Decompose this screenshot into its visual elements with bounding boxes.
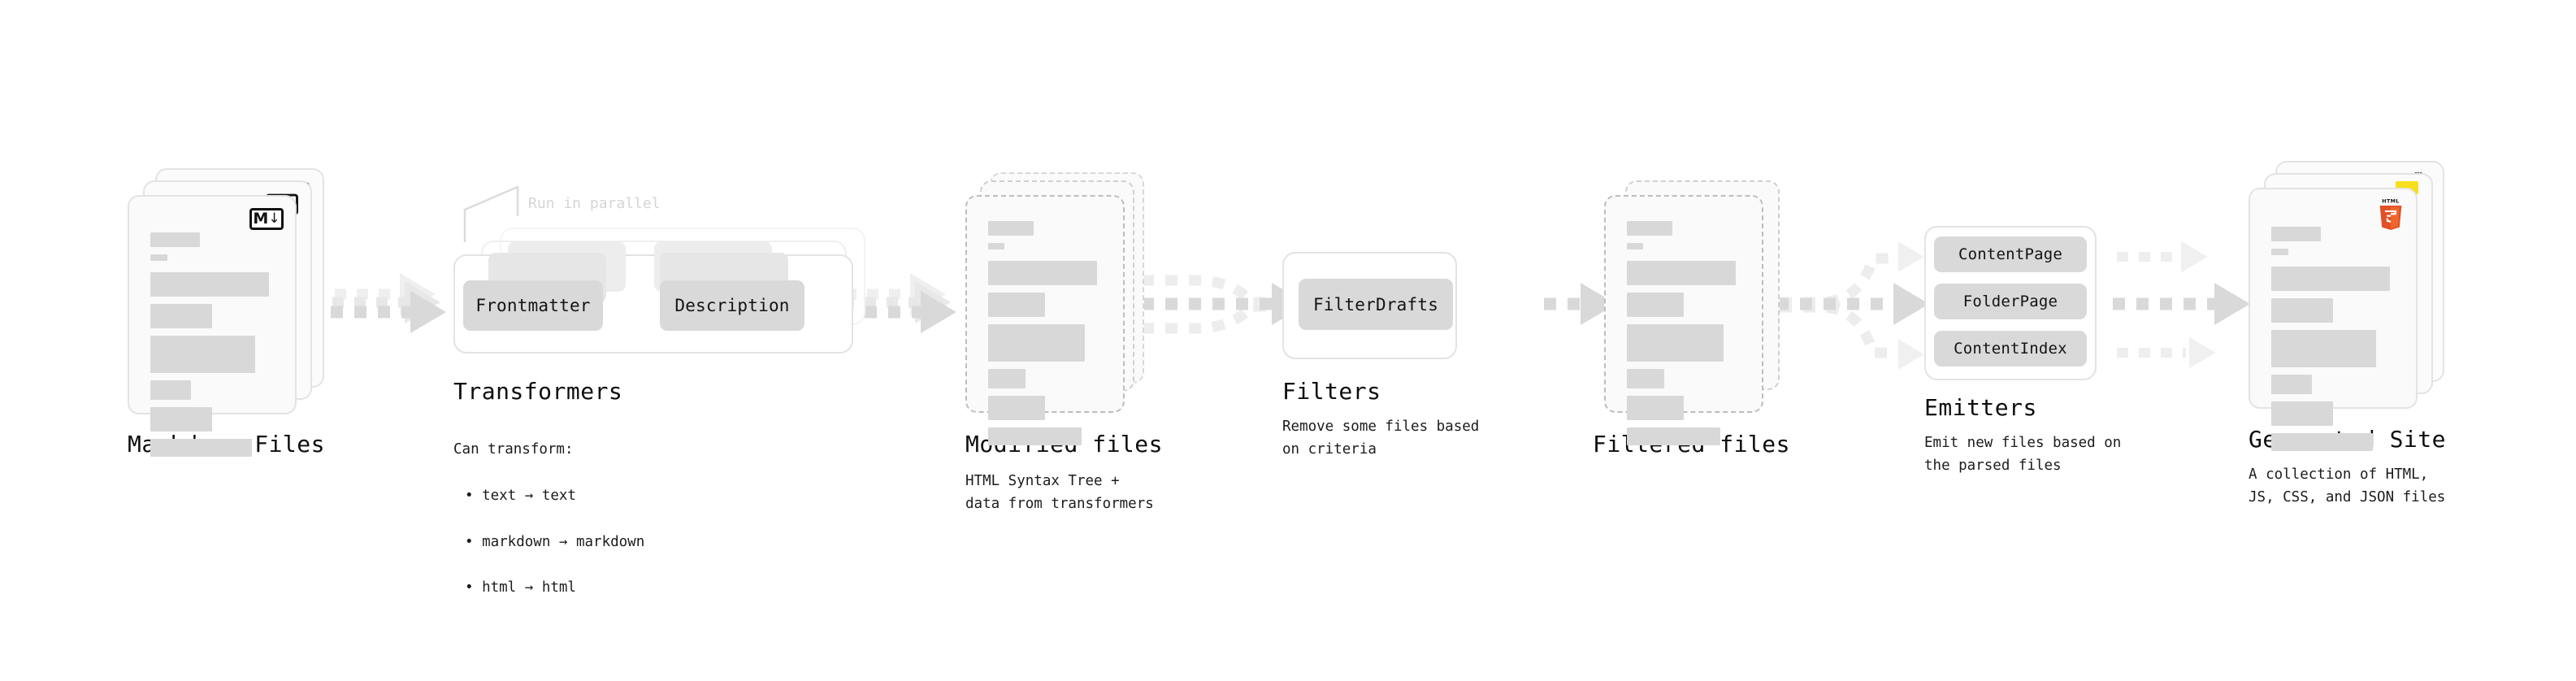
file-content-bar <box>988 293 1045 317</box>
transformer-pill-description-label: Description <box>674 296 790 315</box>
file-content-bar <box>988 324 1085 362</box>
file-content-bar <box>1627 221 1672 236</box>
file-content-bar <box>2271 433 2373 451</box>
md-letter: M <box>253 210 268 228</box>
svg-text:HTML: HTML <box>2382 199 2399 205</box>
file-content-bar <box>2271 330 2377 367</box>
file-content-bars <box>2271 227 2395 458</box>
stage-title-filters: Filters <box>1282 378 1381 405</box>
file-content-bar <box>1627 427 1720 445</box>
filters-pill-filterdrafts-label: FilterDrafts <box>1312 294 1439 314</box>
file-content-bar <box>150 254 168 261</box>
filtered-file-card-front <box>1604 195 1763 445</box>
file-content-bar <box>1627 396 1684 420</box>
markdown-badge: M↓ <box>249 208 284 230</box>
transformer-pill-frontmatter-label: Frontmatter <box>475 296 591 315</box>
conn-filtered-to-emitters <box>1776 241 1929 370</box>
modified-file-card-front <box>965 195 1125 445</box>
stage-title-emitters: Emitters <box>1924 394 2037 421</box>
file-content-bar <box>988 243 1004 249</box>
file-content-bar <box>2271 267 2390 291</box>
emitters-pill-folderpage-label: FolderPage <box>1962 293 2058 310</box>
file-content-bar <box>2271 227 2321 241</box>
transformers-bullet-1: • text → text <box>465 488 576 505</box>
md-arrow: ↓ <box>268 210 280 227</box>
file-content-bar <box>150 232 200 247</box>
file-content-bar <box>988 221 1034 236</box>
file-content-bar <box>1627 293 1684 317</box>
file-content-bar <box>150 407 212 432</box>
stage-title-transformers: Transformers <box>453 378 623 405</box>
file-content-bar <box>1627 324 1724 362</box>
file-content-bar <box>1627 261 1737 285</box>
file-content-bar <box>150 439 252 457</box>
transformers-can-transform-label: Can transform: <box>453 441 574 458</box>
stage-subtitle-transformers: Can transform: • text → text • markdown … <box>453 415 644 622</box>
conn-emitters-to-site <box>2113 241 2250 369</box>
run-in-parallel-label: Run in parallel <box>528 195 661 212</box>
stage-subtitle-generated-site: A collection of HTML, JS, CSS, and JSON … <box>2249 466 2446 506</box>
file-content-bar <box>988 396 1045 420</box>
emitters-pill-folderpage[interactable]: FolderPage <box>1934 284 2087 319</box>
file-content-bars <box>150 232 274 464</box>
conn-md-to-transformers <box>307 273 446 333</box>
file-content-bar <box>1627 369 1665 388</box>
file-content-bar <box>2271 249 2289 255</box>
stage-subtitle-filters: Remove some files based on criteria <box>1282 419 1480 458</box>
file-content-bar <box>988 369 1026 388</box>
filters-pill-filterdrafts[interactable]: FilterDrafts <box>1299 279 1453 330</box>
file-content-bar <box>2271 298 2333 323</box>
file-content-bar <box>150 336 256 373</box>
transformer-pill-description[interactable]: Description <box>660 280 804 331</box>
file-content-bar <box>150 380 192 400</box>
emitters-pill-contentpage[interactable]: ContentPage <box>1934 236 2087 272</box>
file-content-bars <box>988 221 1102 453</box>
transformers-bullet-3: • html → html <box>465 579 576 596</box>
file-content-bar <box>2271 401 2333 426</box>
transformers-bullet-2: • markdown → markdown <box>465 533 645 550</box>
file-content-bar <box>150 304 212 328</box>
stage-subtitle-emitters: Emit new files based on the parsed files <box>1924 435 2122 475</box>
file-content-bar <box>988 427 1082 445</box>
markdown-file-card-front: M↓ <box>128 195 297 457</box>
file-content-bar <box>150 272 269 297</box>
generated-file-card-html: HTML <box>2249 188 2418 451</box>
file-content-bars <box>1627 221 1741 453</box>
emitters-pill-contentindex-label: ContentIndex <box>1954 340 2067 358</box>
html5-badge-icon: HTML <box>2379 199 2402 230</box>
file-content-bar <box>1627 243 1643 249</box>
emitters-pill-contentpage-label: ContentPage <box>1958 245 2063 263</box>
file-content-bar <box>988 261 1098 285</box>
file-content-bar <box>2271 375 2313 394</box>
transformer-pill-frontmatter[interactable]: Frontmatter <box>463 280 603 331</box>
emitters-pill-contentindex[interactable]: ContentIndex <box>1934 331 2087 367</box>
stage-subtitle-modified-files: HTML Syntax Tree + data from transformer… <box>965 473 1154 513</box>
